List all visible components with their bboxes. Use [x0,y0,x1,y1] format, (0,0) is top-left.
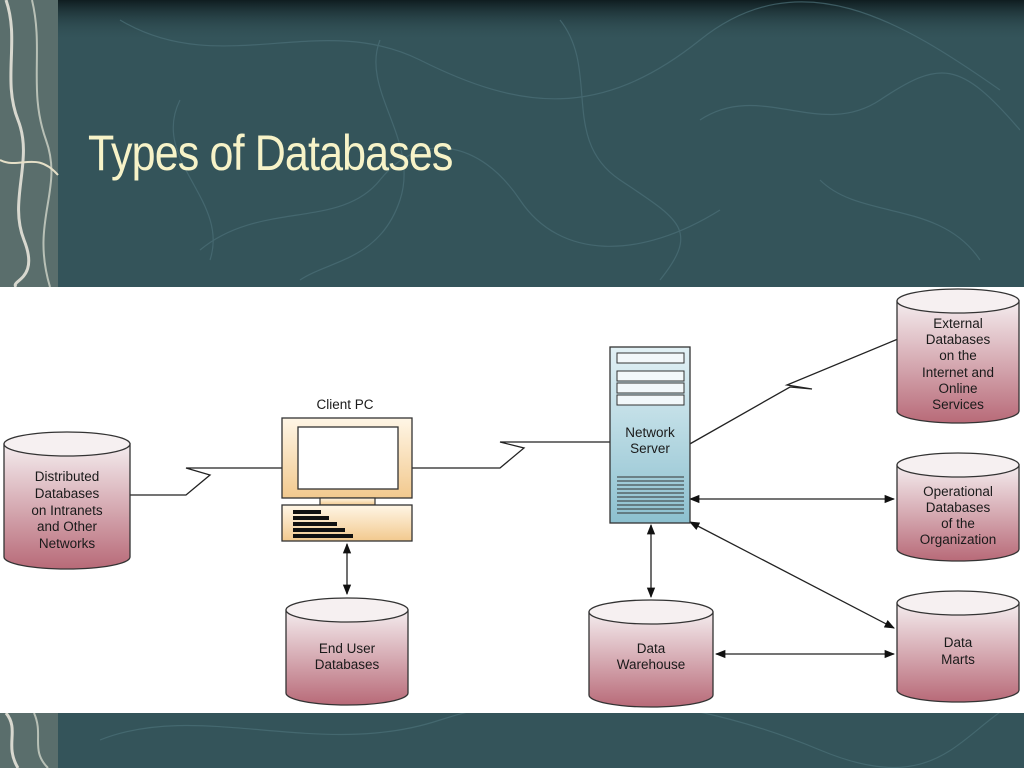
cylinder-data-warehouse: Data Warehouse [588,599,714,708]
connections [130,338,899,659]
link-server-to-external [687,338,899,446]
operational-label-4: Organization [920,532,997,547]
server-bay [616,352,685,364]
slide-title: Types of Databases [88,125,453,181]
cylinder-end-user-databases: End User Databases [285,597,409,706]
database-types-diagram: Client PC Network Server [0,287,1024,713]
warehouse-label-1: Data [637,641,666,656]
pc-screen [297,426,399,490]
left-texture-strip [0,0,59,768]
server-bay [616,370,685,382]
client-pc-label: Client PC [316,397,373,412]
distributed-label-1: Distributed [35,469,100,484]
external-label-5: Online [938,381,977,396]
pc-stand [319,497,376,506]
cylinder-operational-databases: Operational Databases of the Organizatio… [896,452,1020,562]
link-distributed-to-pc [130,467,282,496]
cylinder-external-databases: External Databases on the Internet and O… [896,288,1020,424]
external-label-3: on the [939,348,977,363]
external-label-6: Services [932,397,984,412]
distributed-label-3: on Intranets [31,503,103,518]
client-pc: Client PC [281,397,413,542]
pc-keys [293,510,353,538]
server-bay [616,394,685,406]
distributed-label-4: and Other [37,519,98,534]
link-pc-to-server [412,441,610,469]
warehouse-label-2: Warehouse [617,657,686,672]
data-marts-label-2: Marts [941,652,975,667]
server-vent [617,476,684,514]
server-label-line2: Server [630,441,670,456]
operational-label-3: of the [941,516,975,531]
network-server: Network Server [609,346,691,524]
cylinder-data-marts: Data Marts [896,590,1020,703]
data-marts-label-1: Data [944,635,973,650]
arrow-server-datamarts [689,521,895,629]
external-label-2: Databases [926,332,991,347]
operational-label-2: Databases [926,500,991,515]
cylinder-distributed-databases: Distributed Databases on Intranets and O… [3,431,131,570]
operational-label-1: Operational [923,484,993,499]
external-label-4: Internet and [922,365,994,380]
server-label-line1: Network [625,425,675,440]
distributed-label-2: Databases [35,486,100,501]
server-bay [616,382,685,394]
distributed-label-5: Networks [39,536,96,551]
end-user-label-2: Databases [315,657,380,672]
external-label-1: External [933,316,983,331]
end-user-label-1: End User [319,641,376,656]
